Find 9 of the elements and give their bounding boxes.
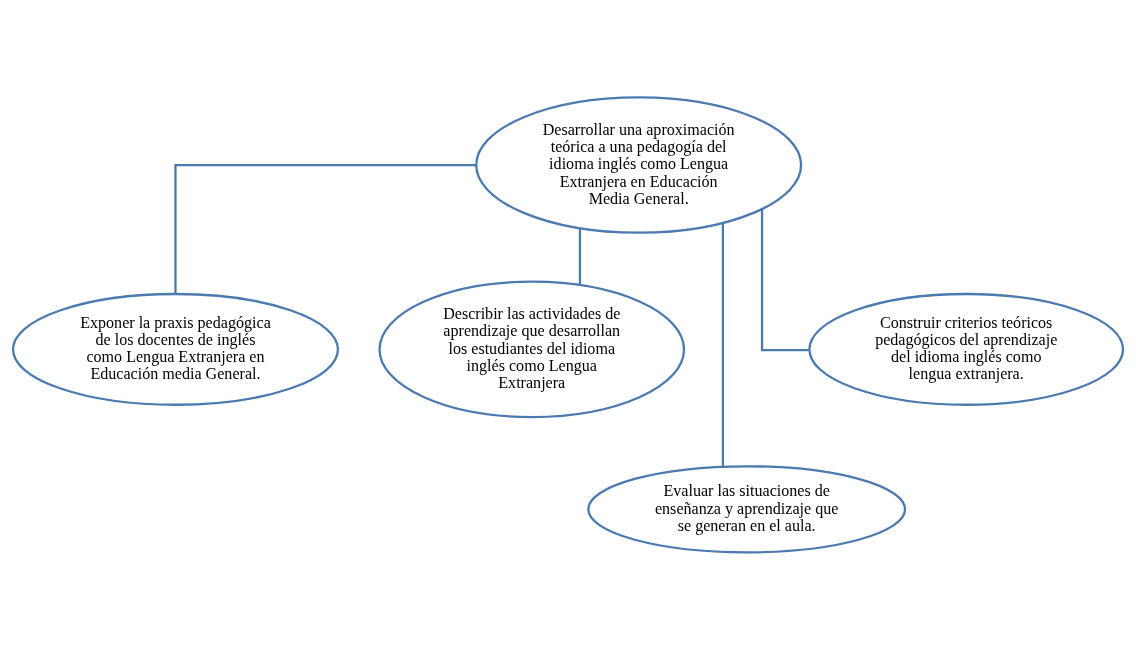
node-ellipse: Describir las actividades de aprendizaje que desarrollan los estudiantes del idioma inglés como Lengua Extranjera: [378, 280, 686, 419]
connector: [721, 223, 725, 467]
node-ellipse: Desarrollar una aproximación teórica a una pedagogía del idioma inglés como Lengua Extranjera en Educación Media General.: [475, 96, 803, 234]
connector: [760, 209, 809, 352]
node-ellipse: Construir criterios teóricos pedagógicos del aprendizaje del idioma inglés como lengua extranjera.: [808, 292, 1125, 406]
connector: [578, 227, 582, 286]
node-ellipse: Exponer la praxis pedagógica de los docentes de inglés como Lengua Extranjera en Educación media General.: [11, 292, 340, 406]
connector: [174, 163, 476, 295]
node-ellipse: Evaluar las situaciones de enseñanza y aprendizaje que se generan en el aula.: [587, 465, 907, 554]
